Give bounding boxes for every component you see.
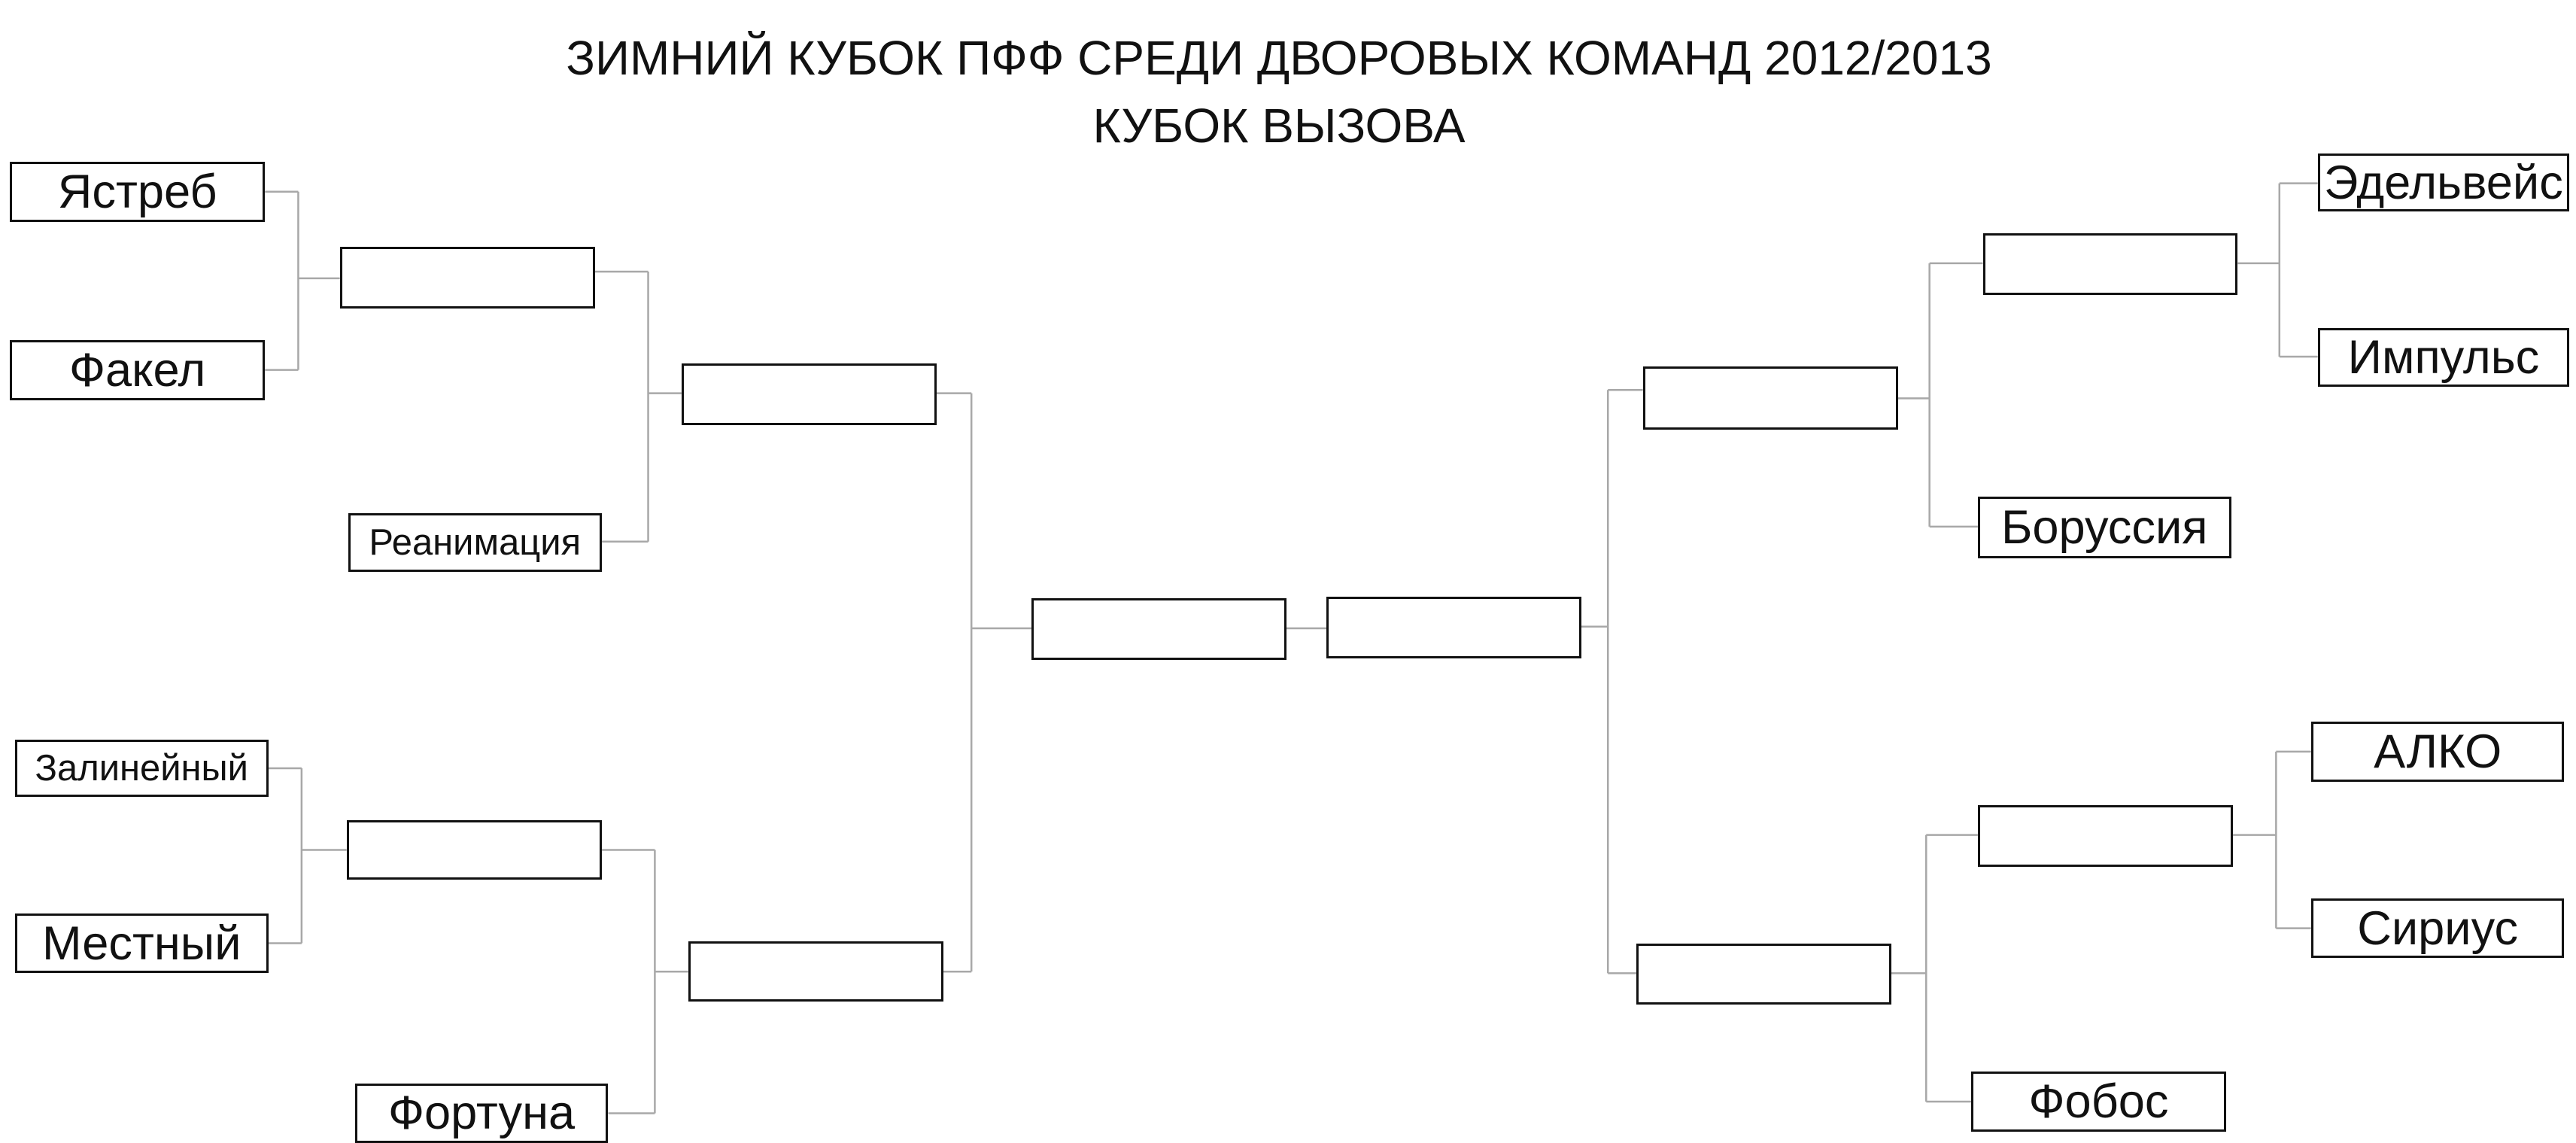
- team-zalineyny: Залинейный: [14, 740, 269, 797]
- empty-slot-right-round2-top: [1982, 233, 2238, 295]
- team-impuls: Импульс: [2317, 328, 2570, 387]
- team-mestny: Местный: [14, 913, 269, 974]
- team-borussiya: Боруссия: [1977, 496, 2231, 558]
- empty-slot-right-semifinal-bottom: [1636, 943, 1891, 1005]
- empty-slot-left-semifinal-bottom: [688, 941, 943, 1002]
- empty-slot-left-round2-bottom: [346, 819, 602, 880]
- bracket-subtitle: КУБОК ВЫЗОВА: [1092, 99, 1466, 153]
- empty-slot-left-round2-top: [339, 246, 595, 309]
- empty-slot-right-finalist: [1326, 596, 1581, 658]
- team-fortuna: Фортуна: [354, 1083, 609, 1143]
- empty-slot-left-finalist: [1031, 598, 1286, 661]
- team-reanimatsiya: Реанимация: [348, 513, 602, 572]
- team-fakel: Факел: [10, 339, 266, 400]
- bracket-title: ЗИМНИЙ КУБОК ПФФ СРЕДИ ДВОРОВЫХ КОМАНД 2…: [566, 31, 1992, 85]
- team-yastreb: Ястреб: [10, 161, 266, 222]
- team-edelveys: Эдельвейс: [2317, 153, 2570, 212]
- empty-slot-right-round2-bottom: [1977, 804, 2233, 867]
- team-sirius: Сириус: [2310, 898, 2565, 959]
- team-alko: АЛКО: [2310, 721, 2565, 782]
- empty-slot-right-semifinal-top: [1642, 366, 1898, 430]
- team-fobos: Фобос: [1971, 1072, 2226, 1132]
- empty-slot-left-semifinal-top: [681, 363, 937, 425]
